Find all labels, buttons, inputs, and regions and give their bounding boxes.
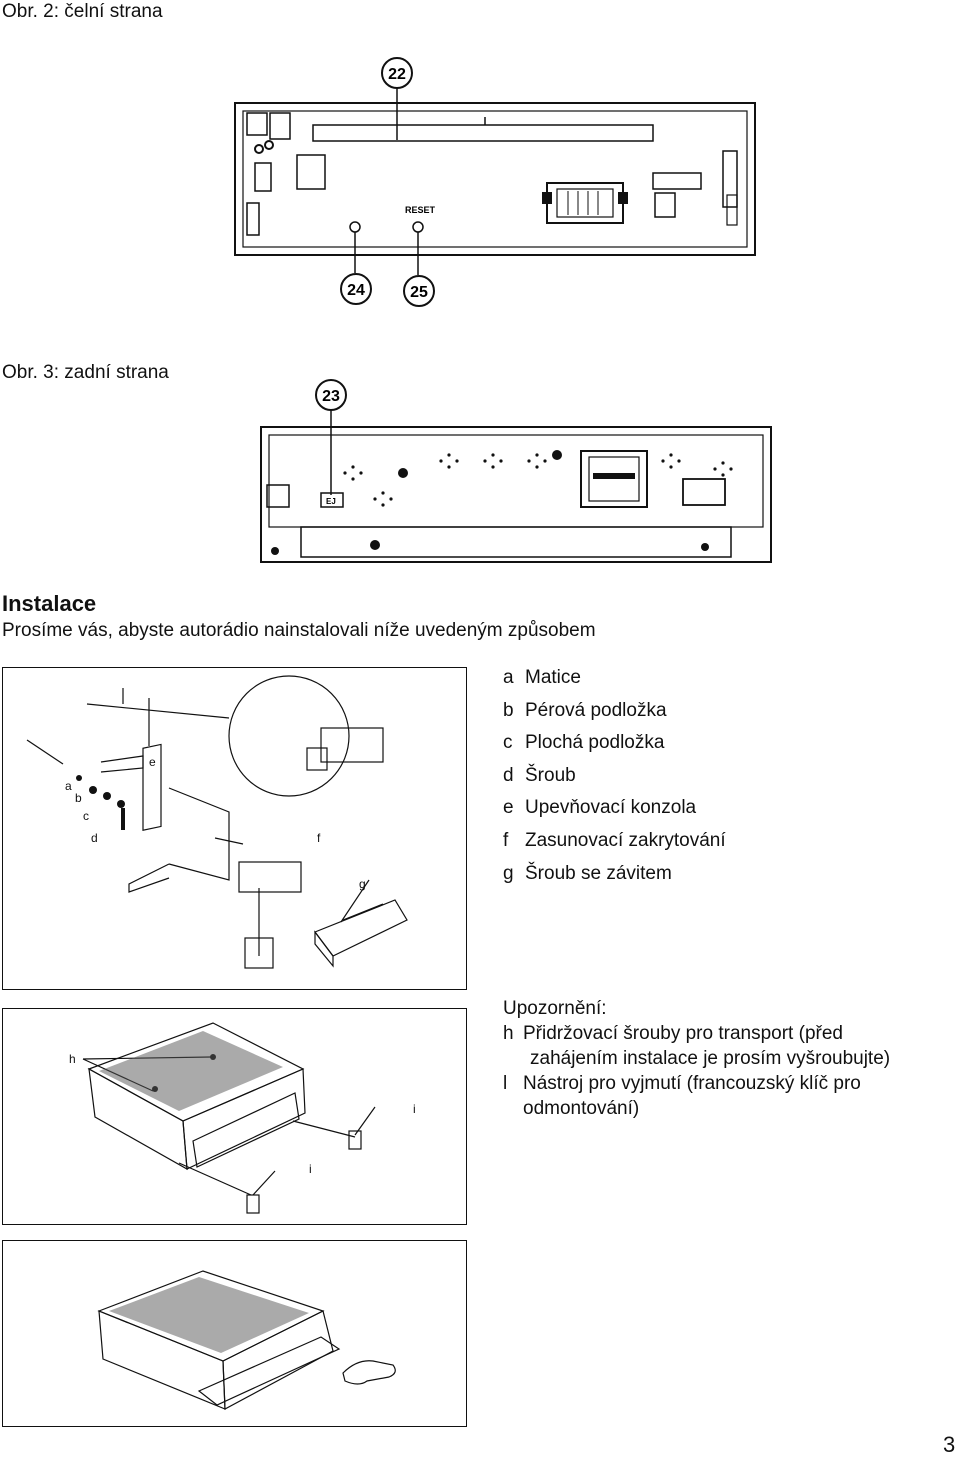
reset-hole: [412, 221, 424, 233]
page-number: 3: [943, 1432, 956, 1457]
reset-label: RESET: [405, 205, 436, 215]
label-c: c: [83, 809, 89, 823]
mounting-diagram: a b c d e f g: [2, 667, 467, 990]
svg-text:23: 23: [322, 388, 340, 405]
svg-text:22: 22: [388, 66, 406, 83]
label-a: a: [65, 779, 72, 793]
ventilation-holes: [343, 453, 733, 507]
warning-l-line2: odmontování): [523, 1098, 640, 1119]
back-panel-outline: [260, 426, 772, 563]
label-h: h: [69, 1052, 76, 1066]
back-panel-figure: EJ 23: [260, 379, 772, 563]
disc-slot: [312, 124, 654, 142]
transport-screws-diagram: h i i: [2, 1008, 467, 1225]
svg-text:25: 25: [410, 284, 428, 301]
callout-24: 24: [340, 273, 372, 305]
label-d: d: [91, 831, 98, 845]
svg-text:24: 24: [347, 282, 365, 299]
hand-icon: [342, 1360, 396, 1385]
fig2-caption: Obr. 2: čelní strana: [2, 1, 163, 22]
front-panel-outline: [234, 102, 756, 256]
warning-h-line2: zahájením instalace je prosím vyšroubujt…: [530, 1048, 891, 1069]
ej-label: EJ: [326, 497, 336, 506]
insertion-diagram: [2, 1240, 467, 1427]
callout-22: 22: [381, 57, 413, 89]
back-connector: [580, 450, 648, 508]
install-intro: Prosíme vás, abyste autorádio nainstalov…: [2, 620, 596, 641]
callout-25: 25: [403, 275, 435, 307]
callout-23: 23: [315, 379, 347, 411]
fig3-caption: Obr. 3: zadní strana: [2, 362, 169, 383]
warning-title: Upozornění:: [503, 998, 607, 1019]
hole-24: [349, 221, 361, 233]
label-b: b: [75, 791, 82, 805]
label-e: e: [149, 755, 156, 769]
label-g: g: [359, 877, 366, 891]
label-i-2: i: [309, 1162, 312, 1176]
install-heading: Instalace: [2, 591, 97, 616]
label-i-1: i: [413, 1102, 416, 1116]
front-panel-figure: RESET 22 24 25: [234, 57, 756, 307]
label-f: f: [317, 831, 321, 845]
antenna-socket: [682, 478, 726, 506]
